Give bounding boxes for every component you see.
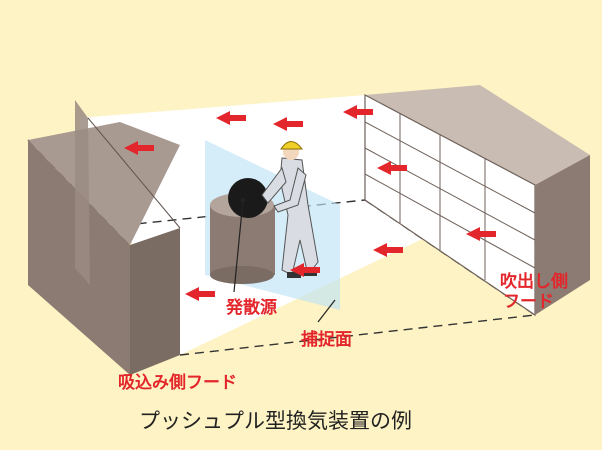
- blow-hood: [364, 85, 590, 317]
- label-suction-hood: 吸込み側フード: [118, 373, 237, 393]
- capture-plane-leader-line: [317, 299, 336, 323]
- airflow-arrows: [124, 105, 496, 301]
- label-capture-plane: 捕捉面: [301, 330, 352, 350]
- caption: プッシュプル型換気装置の例: [139, 409, 412, 433]
- suction-hood: [28, 100, 181, 375]
- label-blow-hood-line2: フード: [503, 292, 554, 312]
- emission-source: [210, 178, 275, 284]
- label-blow-hood-line1: 吹出し側: [500, 272, 568, 292]
- worker-figure: [261, 141, 319, 278]
- label-source: 発散源: [226, 298, 277, 318]
- source-leader-line: [233, 197, 246, 293]
